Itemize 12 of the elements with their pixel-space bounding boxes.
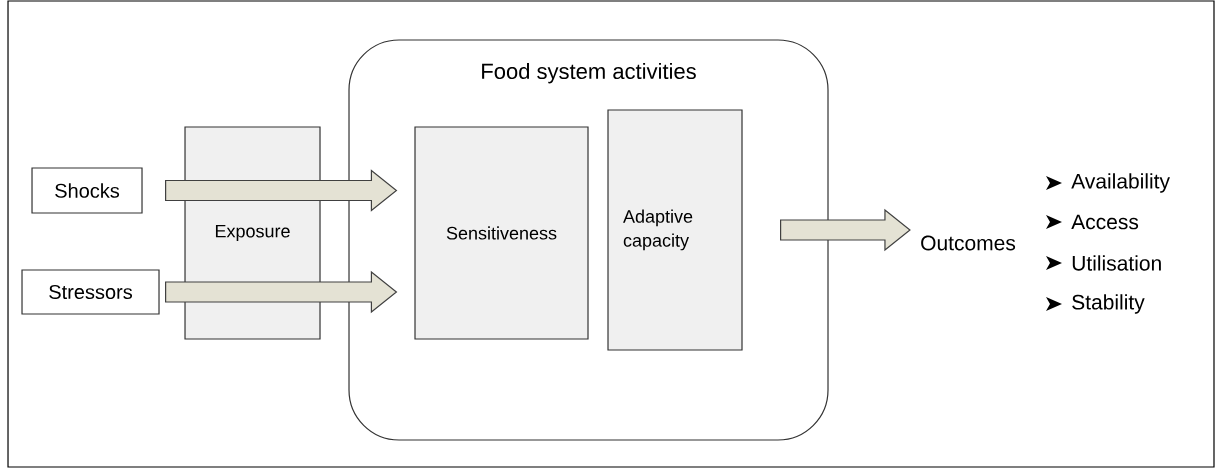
list-item: Utilisation [1072,255,1161,271]
block-arrow [165,270,398,314]
list-item: Access [1071,214,1139,230]
block-arrow [780,208,911,252]
block-arrow [165,169,398,212]
process-box: Adaptive capacity [607,109,743,351]
process-box: Sensitiveness [414,126,589,340]
outcome-text: Outcomes [921,235,1016,251]
text-box: Stressors [21,269,160,315]
text-box: Shocks [31,167,143,214]
list-item: Availability [1071,173,1170,193]
list-item: Stability [1072,294,1145,314]
